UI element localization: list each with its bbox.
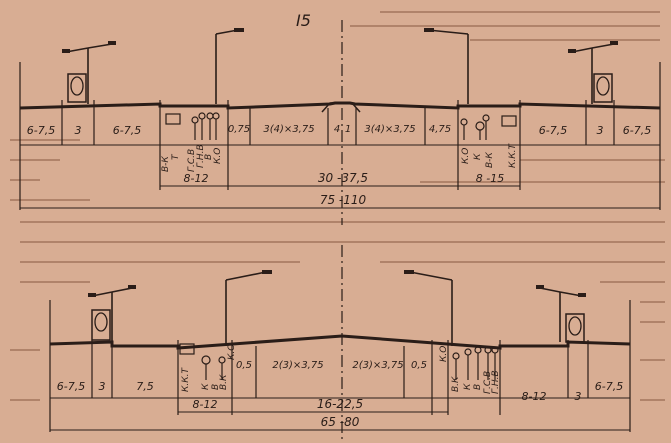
background-print xyxy=(10,11,665,401)
upper-utilities xyxy=(165,112,517,140)
tree-icon xyxy=(91,309,111,341)
segment-label: 1 xyxy=(345,124,351,135)
segment-label: 6-7,5 xyxy=(539,124,567,137)
utility-code: Г.С.В xyxy=(483,371,493,394)
segment-label: 0,75 xyxy=(228,124,250,135)
upper-lamp-heads xyxy=(62,28,618,53)
tree-icon xyxy=(593,73,613,103)
segment-label: 7,5 xyxy=(136,380,154,393)
utility-code: К.О xyxy=(213,148,223,164)
segment-label: 6-7,5 xyxy=(27,124,55,137)
utility-code: В-К xyxy=(161,156,171,172)
upper-segment-ticks xyxy=(19,62,661,210)
segment-label: 6-7,5 xyxy=(595,380,623,393)
segment-label: 0,5 xyxy=(411,360,427,371)
segment-label: 2(3)×3,75 xyxy=(352,360,403,371)
utility-code: К.О xyxy=(439,346,449,362)
utility-code: В-К xyxy=(485,152,495,168)
lower-utility-codes: К.К.Т К В В.К К.О К.О В.К К В Г.С.В Г.Н.… xyxy=(181,344,501,394)
dim-center: 16-22,5 xyxy=(317,397,363,411)
segment-label: 3(4)×3,75 xyxy=(263,124,314,135)
segment-label: 3 xyxy=(99,380,106,393)
utility-code: В.К xyxy=(219,374,229,390)
dim-left: 8-12 xyxy=(193,398,218,411)
lower-ground-line xyxy=(49,334,631,350)
utility-code: В.К xyxy=(451,376,461,392)
upper-utility-codes: В-К Т Г.С.В Г.Н.В В К.О К.О К В-К К.К.Т xyxy=(161,142,518,172)
lower-segment-labels: 6-7,5 3 7,5 0,5 2(3)×3,75 2(3)×3,75 0,5 … xyxy=(57,360,623,403)
dim-right: 8 -15 xyxy=(476,172,504,185)
lower-profile: 6-7,5 3 7,5 0,5 2(3)×3,75 2(3)×3,75 0,5 … xyxy=(49,245,631,440)
utility-code: Г.Н.В xyxy=(491,370,501,394)
utility-code: К.О xyxy=(227,344,237,360)
segment-label: 6-7,5 xyxy=(57,380,85,393)
segment-label: 3(4)×3,75 xyxy=(364,124,415,135)
dim-left: 8-12 xyxy=(184,172,209,185)
lower-trees xyxy=(91,309,585,343)
lower-segment-ticks xyxy=(49,300,631,432)
segment-label: 4,75 xyxy=(429,124,451,135)
segment-label: 2(3)×3,75 xyxy=(272,360,323,371)
upper-profile: 6-7,5 3 6-7,5 0,75 3(4)×3,75 4 1 3(4)×3,… xyxy=(19,20,661,225)
upper-median xyxy=(321,102,361,113)
utility-code: В xyxy=(211,384,221,390)
utility-code: К xyxy=(473,153,483,160)
utility-code: Г.Н.В xyxy=(196,144,206,168)
segment-label: 3 xyxy=(575,390,582,403)
dim-total: 75 -110 xyxy=(320,193,367,207)
utility-code: К.К.Т xyxy=(508,142,518,168)
segment-label: 6-7,5 xyxy=(623,124,651,137)
lower-utilities xyxy=(179,343,499,380)
utility-code: В xyxy=(204,154,214,160)
utility-code: К xyxy=(463,383,473,390)
utility-code: В xyxy=(473,384,483,390)
dim-total: 65 -80 xyxy=(321,415,360,429)
segment-label: 8-12 xyxy=(522,390,547,403)
lower-dimension-lines xyxy=(50,411,630,431)
segment-label: 4 xyxy=(334,124,340,135)
upper-dimension-lines xyxy=(20,185,660,209)
segment-label: 3 xyxy=(75,124,82,137)
upper-segment-labels: 6-7,5 3 6-7,5 0,75 3(4)×3,75 4 1 3(4)×3,… xyxy=(27,124,651,137)
lower-lamp-heads xyxy=(88,270,586,297)
segment-label: 0,5 xyxy=(236,360,252,371)
utility-code: Г.С.В xyxy=(187,149,197,172)
utility-code: К.О xyxy=(461,148,471,164)
figure-number: I5 xyxy=(296,11,311,30)
segment-label: 3 xyxy=(597,124,604,137)
segment-label: 6-7,5 xyxy=(113,124,141,137)
dim-center: 30 -37,5 xyxy=(318,171,368,185)
upper-trees xyxy=(67,73,613,103)
tree-icon xyxy=(565,313,585,343)
utility-code: Т xyxy=(171,153,181,160)
tree-icon xyxy=(67,73,87,103)
utility-code: К.К.Т xyxy=(181,366,191,392)
upper-lamps xyxy=(65,29,615,104)
utility-code: К xyxy=(201,383,211,390)
